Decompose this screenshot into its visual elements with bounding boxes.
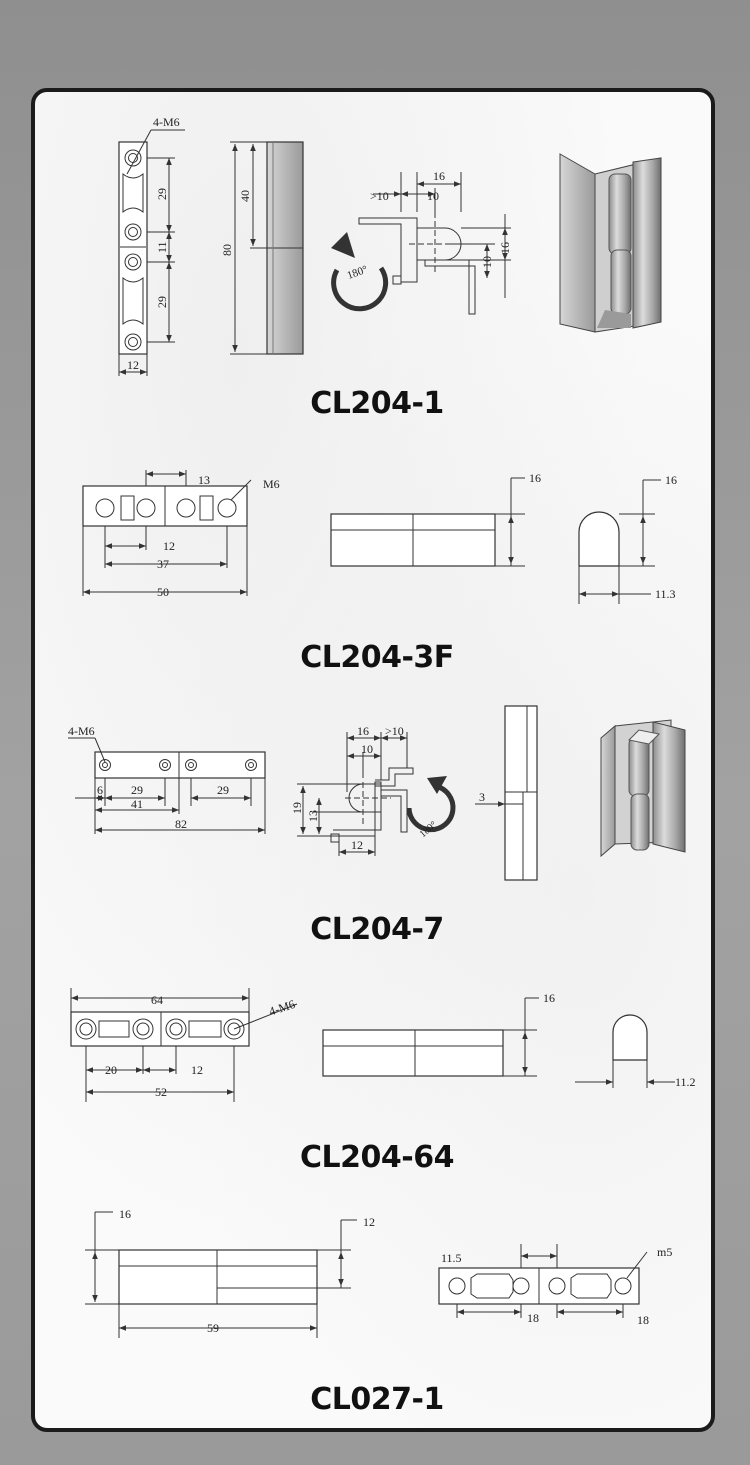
- spec-sheet-card: 4-M6 29 11 29 12 40 80: [31, 88, 715, 1432]
- cl204-1-dim-10: 10: [427, 189, 439, 203]
- cl204-3f-drawing: 13 M6 12 37 50 16 16 11.3: [82, 470, 677, 604]
- cl204-7-dim-10: 10: [361, 742, 373, 756]
- cl204-1-dim-16: 16: [433, 169, 445, 183]
- cl027-1-dim-16: 16: [119, 1207, 131, 1221]
- cl204-1-product-photo: [559, 153, 662, 333]
- cl204-7-dim-13: 13: [306, 810, 320, 822]
- cl204-64-drawing: 64 4-M6 20 12 52 16 11.2: [70, 988, 696, 1102]
- cl027-1-dim-18b: 18: [637, 1313, 649, 1327]
- cl204-3f-m6: M6: [263, 477, 280, 491]
- cl204-7-title: CL204-7: [310, 912, 444, 947]
- cl027-1-dim-115: 11.5: [441, 1251, 462, 1265]
- cl027-1-dim-59: 59: [207, 1321, 219, 1335]
- cl204-1-dim-11: 11: [155, 241, 169, 253]
- technical-drawings: 4-M6 29 11 29 12 40 80: [68, 115, 696, 1338]
- cl204-7-dim-82: 82: [175, 817, 187, 831]
- cl204-7-dim-41: 41: [131, 797, 143, 811]
- cl204-1-dim-gt10: >10: [370, 189, 389, 203]
- cl204-7-dim-16: 16: [357, 724, 369, 738]
- cl204-64-hole-label: 4-M6: [267, 997, 297, 1019]
- cl204-3f-dim-13: 13: [198, 473, 210, 487]
- cl204-1-dim-12: 12: [127, 358, 139, 372]
- cl204-7-hole-label: 4-M6: [68, 724, 95, 738]
- cl204-7-dim-29b: 29: [217, 783, 229, 797]
- cl204-3f-dim-37: 37: [157, 557, 169, 571]
- cl204-1-title: CL204-1: [310, 386, 444, 421]
- cl204-7-product-photo: [600, 719, 686, 858]
- cl204-1-dim-16v: 16: [498, 242, 512, 254]
- cl027-1-dim-12: 12: [363, 1215, 375, 1229]
- cl204-64-dim-52: 52: [155, 1085, 167, 1099]
- cl204-7-dim-6: 6: [97, 783, 103, 797]
- cl204-3f-dim-50: 50: [157, 585, 169, 599]
- cl204-1-dim-29a: 29: [155, 188, 169, 200]
- cl204-1-drawing: 4-M6 29 11 29 12 40 80: [118, 115, 662, 376]
- cl204-64-dim-112: 11.2: [675, 1075, 696, 1089]
- cl204-3f-dim-12: 12: [163, 539, 175, 553]
- cl204-1-dim-29b: 29: [155, 296, 169, 308]
- cl204-7-dim-3: 3: [479, 790, 485, 804]
- cl204-7-rotation: 180°: [418, 819, 440, 840]
- cl204-7-dim-29a: 29: [131, 783, 143, 797]
- cl204-64-title: CL204-64: [300, 1140, 454, 1175]
- cl204-3f-title: CL204-3F: [300, 640, 454, 675]
- cl027-1-dim-18a: 18: [527, 1311, 539, 1325]
- cl204-1-rotation: 180°: [346, 264, 370, 282]
- cl204-7-dim-12: 12: [351, 838, 363, 852]
- cl027-1-drawing: 16 12 59 11.5 m5 18 18: [85, 1207, 672, 1338]
- cl204-64-dim-64: 64: [151, 993, 163, 1007]
- cl204-3f-dim-113: 11.3: [655, 587, 676, 601]
- cl204-7-drawing: 4-M6 6 29 29 41 82 16 >10 1: [68, 705, 686, 881]
- cl204-7-dim-gt10: >10: [385, 724, 404, 738]
- cl204-64-dim-20: 20: [105, 1063, 117, 1077]
- cl204-64-dim-16: 16: [543, 991, 555, 1005]
- cl204-64-dim-12: 12: [191, 1063, 203, 1077]
- cl204-7-dim-19: 19: [290, 802, 304, 814]
- cl204-1-dim-80: 80: [220, 244, 234, 256]
- cl204-1-dim-10v: 10: [480, 256, 494, 268]
- cl027-1-title: CL027-1: [310, 1382, 444, 1417]
- cl027-1-m5: m5: [657, 1245, 672, 1259]
- cl204-3f-dim-16a: 16: [529, 471, 541, 485]
- cl204-1-dim-40: 40: [238, 190, 252, 202]
- cl204-3f-dim-16b: 16: [665, 473, 677, 487]
- cl204-1-hole-label: 4-M6: [153, 115, 180, 129]
